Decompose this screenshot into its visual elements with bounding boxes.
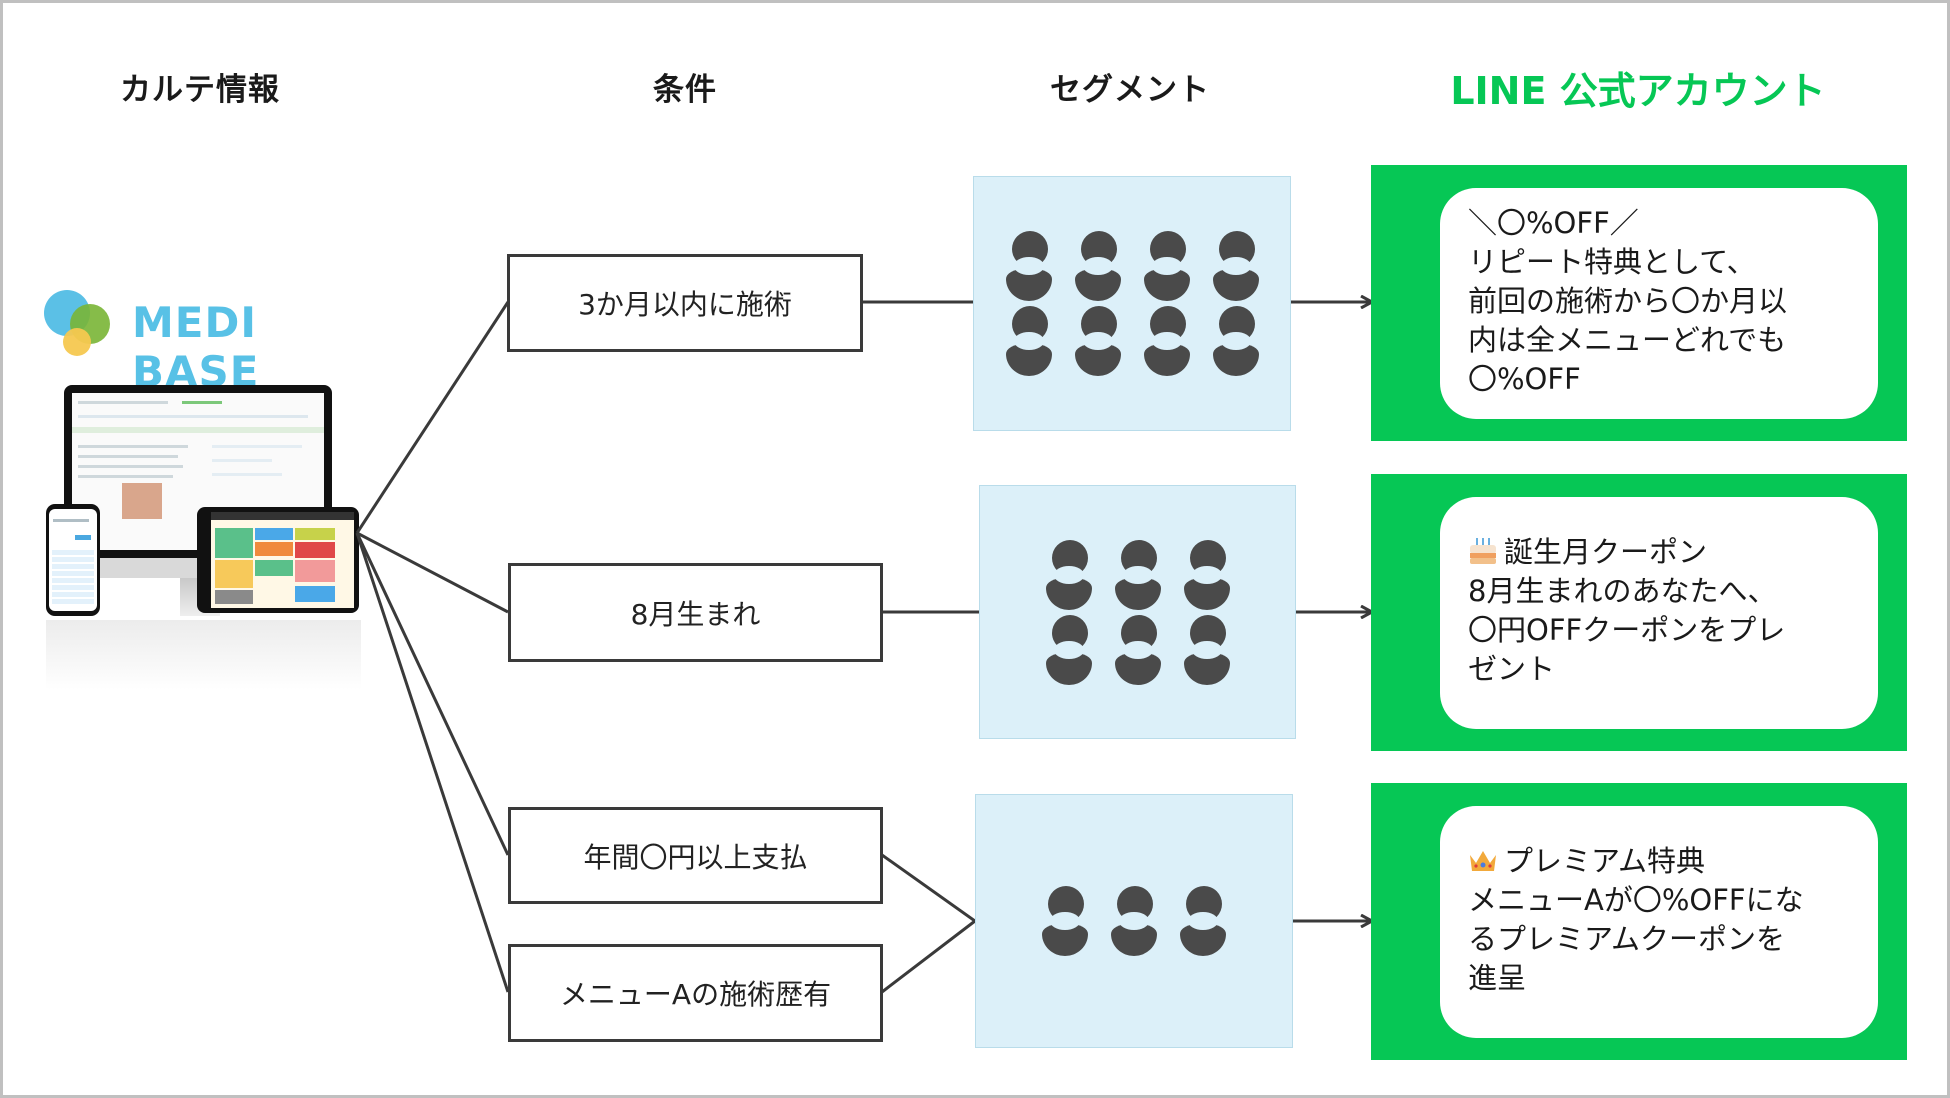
fan-line-1 (355, 301, 510, 534)
message-text: プレミアム特典メニューAが〇%OFFになるプレミアムクーポンを進呈 (1468, 842, 1858, 998)
message-title: プレミアム特典 (1504, 844, 1705, 878)
message-line: 〇%OFF (1468, 362, 1581, 396)
header-segments: セグメント (1050, 72, 1210, 108)
person-icon (1143, 306, 1190, 376)
condition-box[interactable]: 8月生まれ (508, 563, 883, 662)
line-message-panel: 誕生月クーポン 8月生まれのあなたへ、〇円OFFクーポンをプレゼント (1371, 474, 1907, 751)
message-line: るプレミアムクーポンを (1468, 922, 1785, 956)
person-icon (1074, 306, 1121, 376)
condition-label: 8月生まれ (630, 597, 761, 631)
person-icon (1042, 886, 1088, 956)
person-icon (1111, 886, 1157, 956)
message-line: リピート特典として、 (1468, 245, 1756, 279)
condition-box[interactable]: 年間〇円以上支払 (508, 807, 883, 904)
person-icon (1074, 231, 1121, 301)
line-message-panel: ＼〇%OFF／ リピート特典として、前回の施術から〇か月以内は全メニューどれでも〇… (1371, 165, 1907, 441)
message-line: 8月生まれのあなたへ、 (1468, 574, 1777, 608)
cond3-4-merge-line (881, 853, 978, 994)
message-text: ＼〇%OFF／ リピート特典として、前回の施術から〇か月以内は全メニューどれでも〇… (1468, 204, 1858, 399)
message-bubble[interactable]: ＼〇%OFF／ リピート特典として、前回の施術から〇か月以内は全メニューどれでも〇… (1440, 188, 1878, 419)
phone-screen (49, 509, 97, 611)
fan-line-3 (355, 532, 510, 856)
message-text: 誕生月クーポン 8月生まれのあなたへ、〇円OFFクーポンをプレゼント (1468, 533, 1858, 689)
message-line: 〇円OFFクーポンをプレ (1468, 613, 1786, 647)
line-message-panel: プレミアム特典メニューAが〇%OFFになるプレミアムクーポンを進呈 (1371, 783, 1907, 1060)
fan-line-4 (355, 532, 510, 993)
person-icon (1045, 539, 1092, 610)
header-conditions: 条件 (653, 72, 717, 108)
message-line: 前回の施術から〇か月以 (1468, 284, 1788, 318)
person-icon (1143, 231, 1190, 301)
message-line: ＼〇%OFF／ (1468, 206, 1639, 240)
fan-line-2 (356, 531, 509, 614)
person-icon (1114, 614, 1161, 685)
message-bubble[interactable]: プレミアム特典メニューAが〇%OFFになるプレミアムクーポンを進呈 (1440, 806, 1878, 1038)
person-icon (1183, 614, 1230, 685)
birthday-cake-icon (1468, 536, 1498, 566)
devices-illustration (40, 380, 370, 700)
segment-box[interactable] (975, 794, 1293, 1048)
message-bubble[interactable]: 誕生月クーポン 8月生まれのあなたへ、〇円OFFクーポンをプレゼント (1440, 497, 1878, 729)
condition-box[interactable]: メニューAの施術歴有 (508, 944, 883, 1042)
condition-label: メニューAの施術歴有 (559, 978, 832, 1011)
device-reflection (46, 620, 361, 690)
message-line: プレミアム特典 (1468, 842, 1858, 881)
person-icon (1005, 306, 1052, 376)
person-icon (1005, 231, 1052, 301)
person-icon (1212, 306, 1259, 376)
segment-box[interactable] (973, 176, 1291, 431)
message-line: 進呈 (1468, 961, 1527, 995)
logo-circle-yellow (63, 328, 91, 356)
segment-box[interactable] (979, 485, 1296, 739)
message-line: ゼント (1468, 652, 1556, 686)
header-line-official-account: LINE 公式アカウント (1450, 69, 1826, 113)
person-icon (1114, 539, 1161, 610)
patient-photo (122, 483, 162, 519)
person-icon (1212, 231, 1259, 301)
message-line: 誕生月クーポン (1468, 533, 1858, 572)
header-karte: カルテ情報 (120, 72, 280, 108)
condition-box[interactable]: 3か月以内に施術 (507, 254, 863, 352)
person-icon (1045, 614, 1092, 685)
condition-label: 年間〇円以上支払 (583, 840, 808, 874)
message-line: 内は全メニューどれでも (1468, 323, 1787, 357)
person-icon (1183, 539, 1230, 610)
message-line: メニューAが〇%OFFにな (1468, 883, 1804, 917)
person-icon (1180, 886, 1226, 956)
phone-device (46, 504, 100, 616)
crown-icon (1468, 845, 1498, 875)
message-title: 誕生月クーポン (1504, 535, 1708, 569)
tablet-device (197, 507, 359, 613)
tablet-screen (211, 512, 354, 608)
condition-label: 3か月以内に施術 (578, 288, 792, 321)
